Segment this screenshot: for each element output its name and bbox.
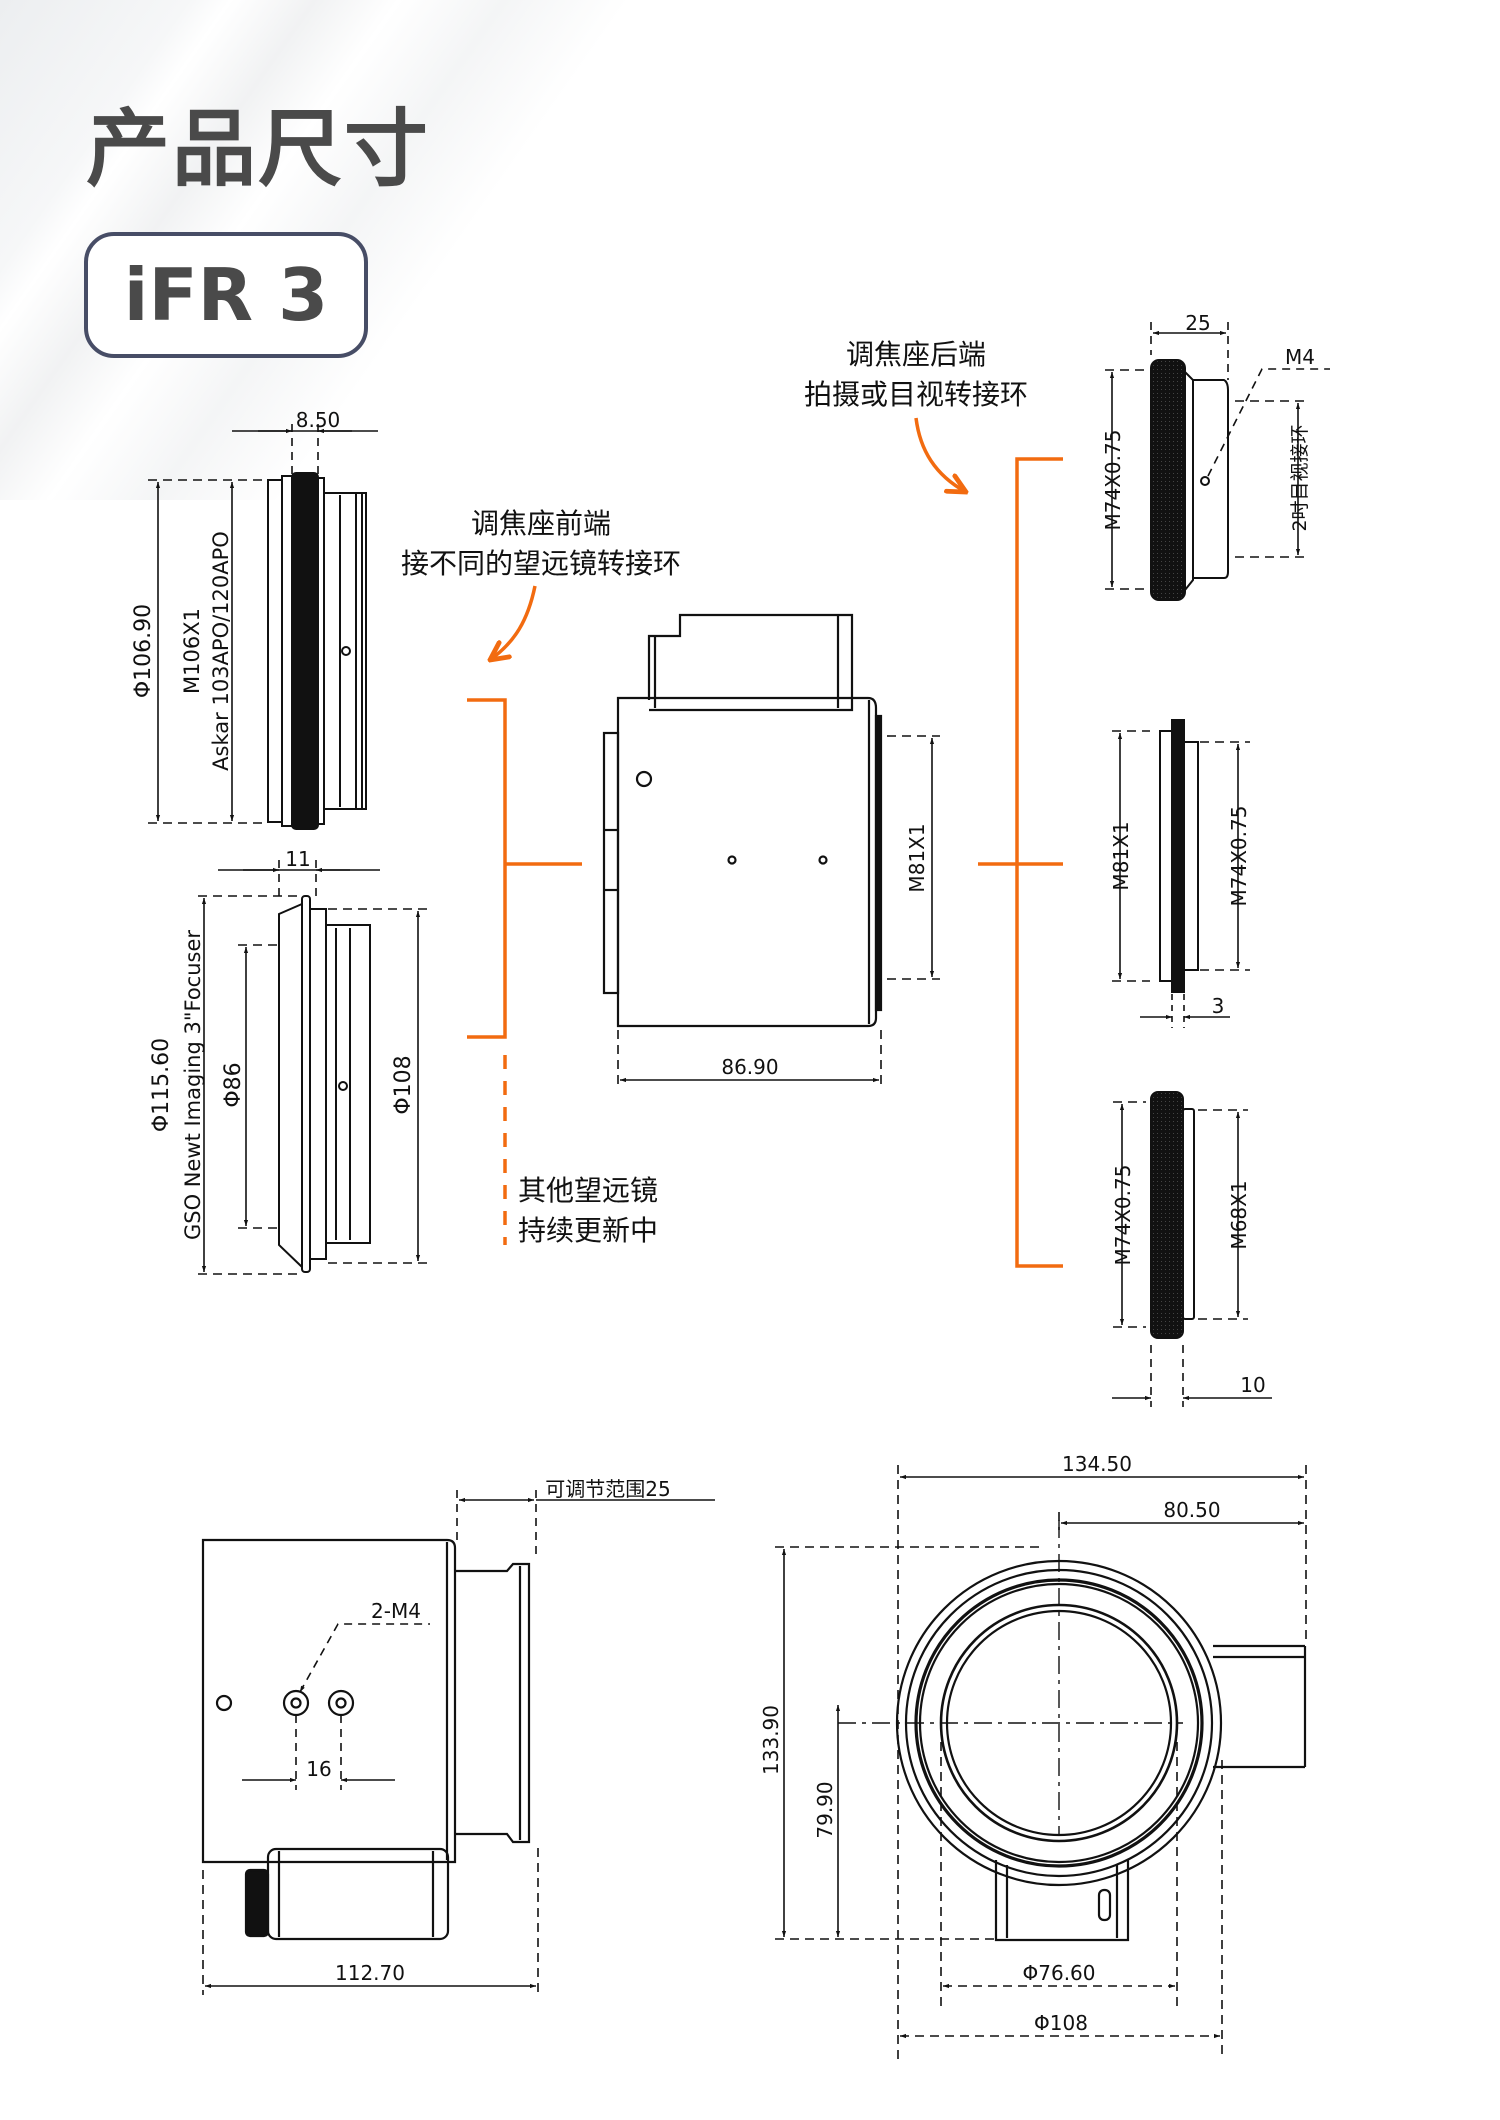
front-offset-label: 80.50 xyxy=(1163,1498,1220,1522)
front-width-label: 134.50 xyxy=(1062,1452,1132,1476)
rear-callout-line1: 调焦座后端 xyxy=(846,338,986,371)
front-center-height-label: 79.90 xyxy=(813,1781,837,1838)
model-name: iFR 3 xyxy=(123,253,329,337)
gso-adapter-drawing xyxy=(198,860,428,1275)
askar-thread-label: M106X1 xyxy=(180,608,204,694)
rear2-width-label: 3 xyxy=(1212,994,1225,1018)
front-callout-arrow xyxy=(490,585,537,660)
rear1-note-label: 2吋目视接环 xyxy=(1289,424,1311,531)
focuser-thread-label: M81X1 xyxy=(905,823,929,892)
rear1-screw-label: M4 xyxy=(1285,345,1315,369)
gso-outer-diameter-label: Φ115.60 xyxy=(149,1038,174,1132)
side-view-drawing xyxy=(201,1490,715,1995)
gso-inner-diameter-label: Φ86 xyxy=(221,1062,246,1107)
rear-bracket xyxy=(978,457,1063,1268)
front-inner-diameter-label: Φ76.60 xyxy=(1023,1961,1096,1985)
gso-ring-diameter-label: Φ108 xyxy=(391,1055,416,1114)
rear-adapter-visual-drawing xyxy=(1105,322,1330,601)
askar-adapter-drawing xyxy=(148,424,378,830)
rear1-width-label: 25 xyxy=(1185,311,1210,335)
side-spacing-label: 16 xyxy=(306,1757,331,1781)
askar-width-label: 8.50 xyxy=(296,408,341,432)
more-callout-line2: 持续更新中 xyxy=(518,1214,658,1247)
model-badge: iFR 3 xyxy=(84,232,368,358)
rear2-thread-in-label: M81X1 xyxy=(1109,821,1133,890)
rear3-thread-out-label: M68X1 xyxy=(1227,1180,1251,1249)
askar-model-label: Askar 103APO/120APO xyxy=(209,531,233,771)
gso-model-label: GSO Newt Imaging 3"Focuser xyxy=(181,930,205,1240)
front-callout-line2: 接不同的望远镜转接环 xyxy=(401,547,681,580)
rear1-thread-label: M74X0.75 xyxy=(1101,430,1125,531)
front-view-drawing xyxy=(775,1465,1307,2060)
askar-diameter-label: Φ106.90 xyxy=(131,604,156,698)
focuser-side-drawing xyxy=(602,613,940,1090)
front-outer-diameter-label: Φ108 xyxy=(1034,2011,1088,2035)
side-screws-label: 2-M4 xyxy=(371,1599,421,1623)
side-length-label: 112.70 xyxy=(335,1961,405,1985)
rear-adapter-m68-drawing xyxy=(1112,1091,1272,1407)
rear-callout-line2: 拍摄或目视转接环 xyxy=(804,378,1028,411)
rear3-thread-in-label: M74X0.75 xyxy=(1111,1165,1135,1266)
focuser-width-label: 86.90 xyxy=(721,1055,778,1079)
front-height-label: 133.90 xyxy=(759,1705,783,1775)
gso-width-label: 11 xyxy=(285,847,310,871)
rear3-width-label: 10 xyxy=(1240,1373,1265,1397)
rear2-thread-out-label: M74X0.75 xyxy=(1227,806,1251,907)
more-callout-line1: 其他望远镜 xyxy=(518,1174,658,1207)
rear-callout-arrow xyxy=(914,417,966,492)
front-bracket xyxy=(467,698,582,1245)
page-title: 产品尺寸 xyxy=(86,100,431,198)
side-travel-label: 可调节范围25 xyxy=(545,1477,670,1501)
rear-adapter-spacer-drawing xyxy=(1112,719,1250,1028)
front-callout-line1: 调焦座前端 xyxy=(471,507,611,540)
